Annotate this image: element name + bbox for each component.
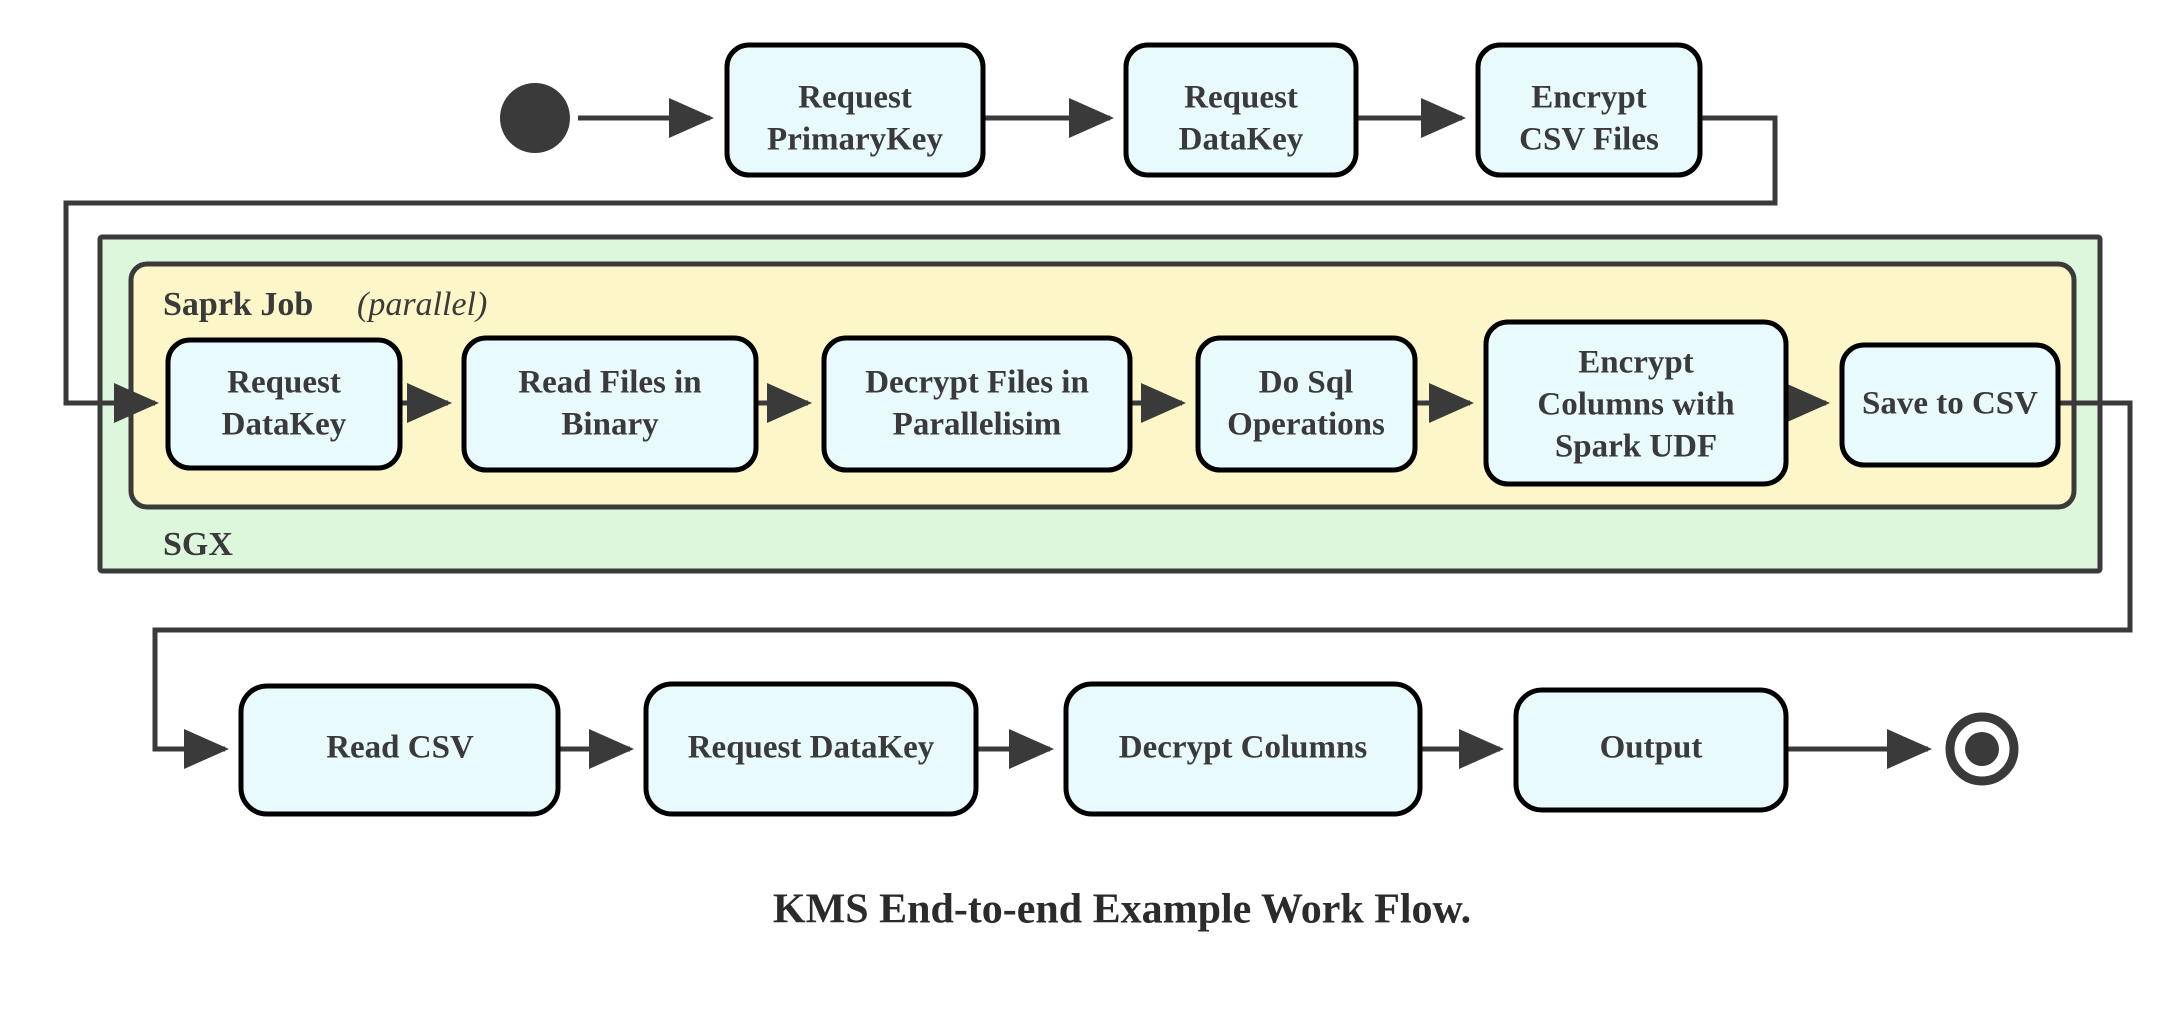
node-request-datakey-spark-rect[interactable] [165, 337, 403, 471]
node-read-files-in-binary-rect[interactable] [461, 335, 759, 473]
node-request-datakey-bottom-rect[interactable] [643, 681, 979, 817]
end-node-ring [1945, 712, 2019, 786]
node-request-datakey-top[interactable]: Request DataKey [1123, 42, 1359, 178]
node-do-sql-operations-line1: Do Sql [1259, 365, 1353, 401]
node-request-primarykey-line1: Request [798, 80, 912, 116]
node-encrypt-columns-with-spark-udf[interactable]: Encrypt Columns with Spark UDF [1483, 319, 1789, 487]
node-read-csv[interactable]: Read CSV [238, 683, 561, 817]
node-decrypt-columns-rect[interactable] [1063, 681, 1423, 817]
node-request-datakey-bottom[interactable]: Request DataKey [643, 681, 979, 817]
spark-job-parallel-label: (parallel) [357, 286, 487, 323]
node-request-primarykey[interactable]: Request PrimaryKey [724, 42, 986, 178]
node-output[interactable]: Output [1513, 687, 1789, 813]
node-output-label: Output [1600, 730, 1703, 766]
spark-job-label: Saprk Job [163, 286, 313, 323]
node-save-to-csv-label: Save to CSV [1862, 386, 2038, 422]
node-request-primarykey-line2: PrimaryKey [767, 122, 943, 158]
node-encrypt-csv-files-line2: CSV Files [1519, 122, 1659, 158]
node-read-files-in-binary[interactable]: Read Files in Binary [461, 335, 759, 473]
end-node-dot [1965, 732, 1999, 766]
node-read-csv-label: Read CSV [326, 730, 474, 766]
node-request-primarykey-rect[interactable] [724, 42, 986, 178]
node-read-csv-rect[interactable] [238, 683, 561, 817]
node-decrypt-columns[interactable]: Decrypt Columns [1063, 681, 1423, 817]
node-request-datakey-top-line1: Request [1184, 80, 1298, 116]
end-node [1945, 712, 2019, 786]
node-encrypt-columns-with-spark-udf-line3: Spark UDF [1555, 429, 1717, 465]
start-node [500, 83, 570, 153]
node-encrypt-columns-with-spark-udf-line2: Columns with [1537, 387, 1734, 423]
node-read-files-in-binary-line1: Read Files in [518, 365, 701, 401]
edge-save-csv-to-read-csv [152, 400, 2133, 769]
sgx-container-label: SGX [163, 526, 233, 563]
node-decrypt-files-in-parallelisim-line2: Parallelisim [893, 407, 1062, 443]
node-encrypt-columns-with-spark-udf-line1: Encrypt [1578, 345, 1694, 381]
node-request-datakey-spark-line1: Request [227, 365, 341, 401]
node-encrypt-csv-files-line1: Encrypt [1531, 80, 1647, 116]
edge-encrypt-csv-to-spark-datakey [63, 115, 1778, 423]
node-encrypt-csv-files[interactable]: Encrypt CSV Files [1475, 42, 1703, 178]
node-output-rect[interactable] [1513, 687, 1789, 813]
node-save-to-csv[interactable]: Save to CSV [1839, 342, 2061, 468]
node-encrypt-columns-with-spark-udf-rect[interactable] [1483, 319, 1789, 487]
node-decrypt-files-in-parallelisim-line1: Decrypt Files in [865, 365, 1089, 401]
node-do-sql-operations[interactable]: Do Sql Operations [1195, 335, 1418, 473]
node-request-datakey-top-rect[interactable] [1123, 42, 1359, 178]
node-decrypt-columns-label: Decrypt Columns [1119, 730, 1368, 766]
node-do-sql-operations-line2: Operations [1227, 407, 1385, 443]
node-save-to-csv-rect[interactable] [1839, 342, 2061, 468]
node-request-datakey-bottom-label: Request DataKey [688, 730, 935, 766]
node-request-datakey-spark[interactable]: Request DataKey [165, 337, 403, 471]
node-decrypt-files-in-parallelisim[interactable]: Decrypt Files in Parallelisim [821, 335, 1133, 473]
node-encrypt-csv-files-rect[interactable] [1475, 42, 1703, 178]
node-read-files-in-binary-line2: Binary [561, 407, 659, 443]
node-do-sql-operations-rect[interactable] [1195, 335, 1418, 473]
diagram-caption: KMS End-to-end Example Work Flow. [773, 887, 1471, 933]
node-decrypt-files-in-parallelisim-rect[interactable] [821, 335, 1133, 473]
node-request-datakey-spark-line2: DataKey [222, 407, 347, 443]
node-request-datakey-top-line2: DataKey [1179, 122, 1304, 158]
